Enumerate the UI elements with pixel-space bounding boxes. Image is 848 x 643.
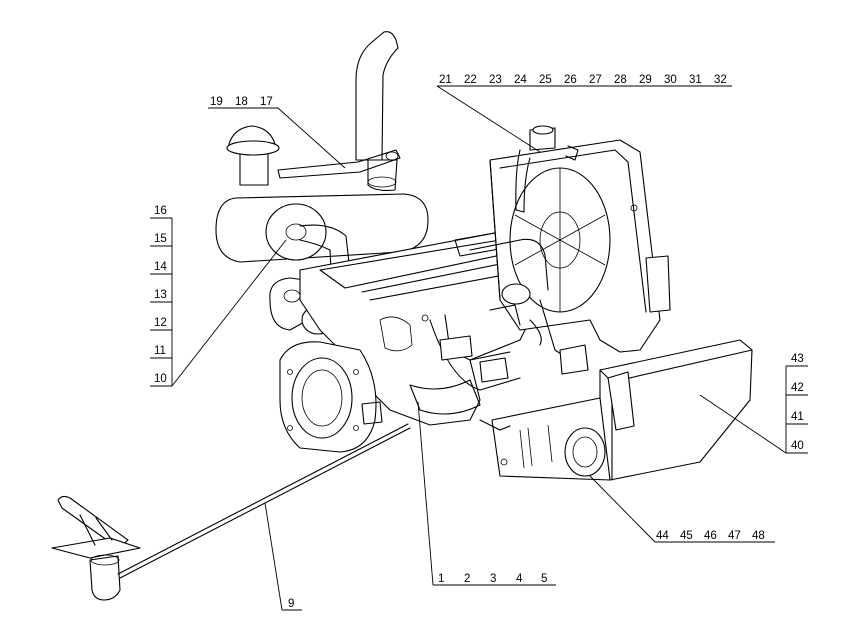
leader-lines bbox=[150, 85, 808, 611]
callout-27: 27 bbox=[589, 74, 602, 86]
callout-44: 44 bbox=[656, 530, 669, 542]
callout-22: 22 bbox=[464, 74, 477, 86]
radiator bbox=[489, 125, 671, 353]
callout-16: 16 bbox=[154, 205, 167, 217]
callout-18: 18 bbox=[235, 96, 248, 108]
callout-32: 32 bbox=[714, 74, 727, 86]
callout-4: 4 bbox=[516, 573, 523, 585]
callout-28: 28 bbox=[614, 74, 627, 86]
callout-9: 9 bbox=[288, 598, 294, 610]
callout-48: 48 bbox=[752, 530, 765, 542]
callout-12: 12 bbox=[154, 317, 167, 329]
fuel-tank bbox=[479, 339, 753, 481]
callout-42: 42 bbox=[791, 382, 804, 394]
callout-14: 14 bbox=[154, 261, 167, 273]
callout-5: 5 bbox=[541, 573, 547, 585]
callout-1: 1 bbox=[438, 573, 444, 585]
exhaust-pipe bbox=[355, 31, 399, 191]
callout-47: 47 bbox=[728, 530, 741, 542]
callout-11: 11 bbox=[154, 345, 166, 357]
callout-21: 21 bbox=[439, 74, 452, 86]
callout-10: 10 bbox=[154, 373, 167, 385]
callout-2: 2 bbox=[464, 573, 470, 585]
callout-26: 26 bbox=[564, 74, 577, 86]
pipework bbox=[421, 238, 589, 391]
callout-24: 24 bbox=[514, 74, 527, 86]
air-cleaner-cap bbox=[226, 125, 401, 186]
callout-19: 19 bbox=[210, 96, 223, 108]
engine-block bbox=[299, 231, 541, 426]
callout-17: 17 bbox=[260, 96, 273, 108]
callout-25: 25 bbox=[539, 74, 552, 86]
callout-43: 43 bbox=[791, 353, 804, 365]
callout-30: 30 bbox=[664, 74, 677, 86]
callout-3: 3 bbox=[490, 573, 496, 585]
callout-29: 29 bbox=[639, 74, 652, 86]
callout-labels: 21 22 23 24 25 26 27 28 29 30 31 32 19 1… bbox=[154, 74, 804, 610]
callout-46: 46 bbox=[704, 530, 717, 542]
callout-13: 13 bbox=[154, 289, 167, 301]
callout-40: 40 bbox=[791, 440, 804, 452]
callout-31: 31 bbox=[689, 74, 702, 86]
accelerator-pedal bbox=[51, 423, 411, 601]
callout-23: 23 bbox=[489, 74, 502, 86]
flywheel-housing bbox=[279, 341, 383, 453]
callout-15: 15 bbox=[154, 233, 167, 245]
callout-45: 45 bbox=[680, 530, 693, 542]
callout-41: 41 bbox=[791, 411, 804, 423]
